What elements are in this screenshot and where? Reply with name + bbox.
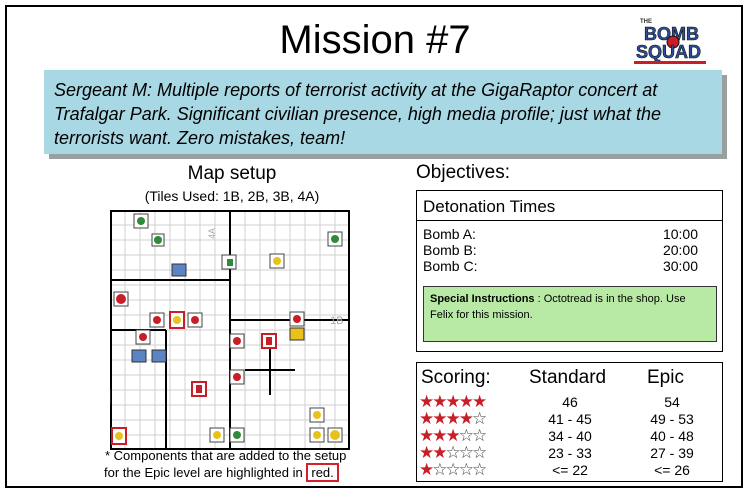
star-icon: ☆ [458, 460, 474, 479]
bomb-c-label: Bomb C: [423, 258, 478, 274]
star-icon: ★ [472, 392, 487, 411]
standard-score: 34 - 40 [548, 428, 592, 444]
bomb-c-time: 30:00 [662, 258, 698, 274]
briefing-text: Sergeant M: Multiple reports of terroris… [44, 70, 722, 154]
star-icon: ☆ [458, 426, 474, 445]
svg-text:SQUAD: SQUAD [636, 42, 701, 62]
star-icon: ★ [445, 409, 461, 428]
star-icon: ☆ [432, 460, 447, 479]
star-icon: ★ [419, 443, 434, 462]
epic-note-line1: * Components that are added to the setup [105, 448, 347, 463]
star-icon: ★ [458, 392, 474, 411]
standard-score: 41 - 45 [548, 411, 592, 427]
standard-heading: Standard [529, 367, 607, 388]
map-setup-heading: Map setup [187, 163, 277, 184]
token-crate-2 [131, 349, 147, 363]
star-rating: ★★★☆☆ [419, 426, 487, 445]
special-instructions: Special Instructions : Octotread is in t… [423, 286, 717, 342]
epic-note-line2: for the Epic level are highlighted in re… [104, 463, 339, 482]
token-crate [171, 263, 187, 277]
standard-score: <= 22 [552, 462, 588, 478]
tile-label-4a: 4A [207, 228, 217, 239]
star-icon: ★ [445, 426, 461, 445]
score-row: ★☆☆☆☆<= 22<= 26 [417, 461, 722, 479]
epic-score: 54 [664, 394, 680, 410]
star-icon: ★ [419, 392, 434, 411]
star-icon: ★ [432, 426, 447, 445]
star-icon: ★ [419, 460, 434, 479]
tile-label-1b: 1B [330, 315, 343, 327]
tiles-used: (Tiles Used: 1B, 2B, 3B, 4A) [144, 188, 320, 204]
token-crate-3 [151, 349, 167, 363]
epic-score: <= 26 [654, 462, 690, 478]
map-grid: 4A 1B [110, 210, 350, 450]
map-tokens [110, 213, 343, 445]
star-icon: ☆ [472, 460, 487, 479]
token-door-yellow [289, 327, 305, 341]
mission-title: Mission #7 [279, 18, 471, 62]
epic-score: 49 - 53 [650, 411, 694, 427]
detonation-title: Detonation Times [423, 197, 556, 216]
standard-score: 46 [562, 394, 578, 410]
epic-heading: Epic [647, 367, 684, 388]
star-icon: ★ [432, 409, 447, 428]
svg-text:BOMB: BOMB [644, 24, 699, 44]
star-icon: ★ [432, 392, 447, 411]
star-rating: ★★☆☆☆ [419, 443, 487, 462]
bomb-b-time: 20:00 [662, 242, 698, 258]
star-icon: ☆ [472, 409, 487, 428]
star-icon: ☆ [472, 426, 487, 445]
star-icon: ★ [419, 409, 434, 428]
objectives-heading: Objectives: [416, 162, 510, 183]
bomb-squad-logo: THE BOMB SQUAD [634, 19, 706, 64]
bomb-a-time: 10:00 [662, 226, 698, 242]
epic-score: 27 - 39 [650, 445, 694, 461]
star-icon: ★ [445, 392, 461, 411]
scoring-heading: Scoring: [421, 367, 491, 388]
star-icon: ★ [419, 426, 434, 445]
detonation-panel: Detonation Times Bomb A: 10:00 Bomb B: 2… [416, 190, 723, 352]
star-rating: ★★★★☆ [419, 409, 487, 428]
star-icon: ☆ [445, 443, 461, 462]
epic-red-highlight: red. [306, 463, 339, 482]
star-icon: ☆ [472, 443, 487, 462]
star-rating: ★☆☆☆☆ [419, 460, 487, 479]
svg-text:THE: THE [640, 19, 652, 25]
star-rating: ★★★★★ [419, 392, 487, 411]
star-icon: ☆ [445, 460, 461, 479]
star-icon: ★ [458, 409, 474, 428]
standard-score: 23 - 33 [548, 445, 592, 461]
bomb-b-label: Bomb B: [423, 242, 477, 258]
bomb-a-label: Bomb A: [423, 226, 476, 242]
star-icon: ★ [432, 443, 447, 462]
epic-score: 40 - 48 [650, 428, 694, 444]
star-icon: ☆ [458, 443, 474, 462]
card-border [5, 5, 743, 488]
